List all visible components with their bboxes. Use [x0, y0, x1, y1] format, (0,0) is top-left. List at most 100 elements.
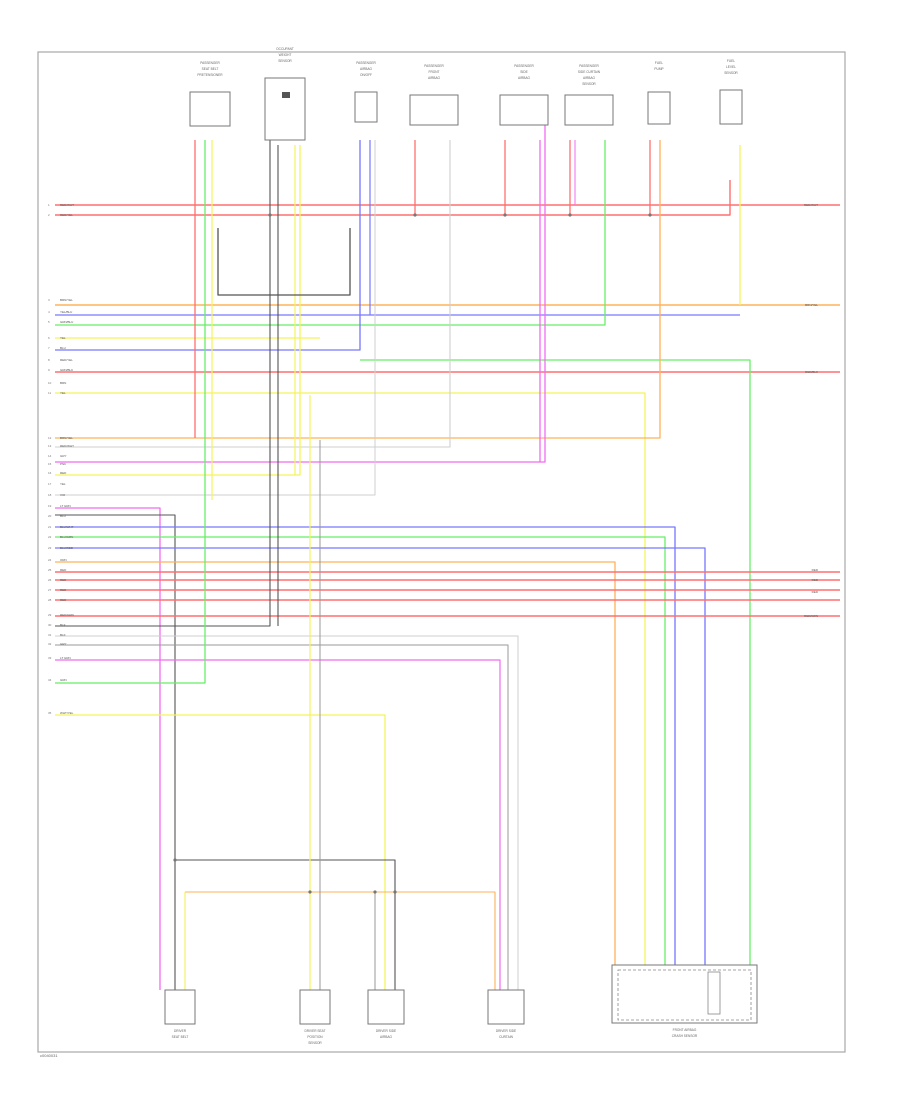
b1-label: SEAT BELT — [172, 1035, 189, 1039]
b1-label: DRIVER — [174, 1029, 187, 1033]
row-label: BLK — [60, 633, 66, 637]
row-number: 35 — [48, 711, 52, 715]
row-label: RED — [60, 588, 67, 592]
b5-box — [611, 964, 758, 1024]
right-label: RED/BLK — [805, 370, 818, 374]
row-number: 25 — [48, 568, 52, 572]
row-label: RED/WHT — [60, 444, 74, 448]
right-label: RED/GRN — [804, 614, 818, 618]
row-number: 5 — [48, 320, 50, 324]
c5-box — [499, 94, 549, 126]
row-number: 26 — [48, 578, 52, 582]
row-number: 20 — [48, 514, 52, 518]
c7-label: PUMP — [654, 67, 663, 71]
footer-code: c0040031 — [40, 1053, 58, 1058]
c6-label: AIRBAG — [583, 76, 596, 80]
right-label: RED/WHT — [804, 203, 818, 207]
row-number: 3 — [48, 298, 50, 302]
splice-dot — [568, 213, 572, 217]
row-label: BLU/RED — [60, 546, 74, 550]
c4-label: AIRBAG — [428, 76, 441, 80]
lower-dark — [175, 859, 396, 990]
bus-pale-2 — [55, 140, 376, 496]
bus-orange-2 — [55, 140, 661, 439]
c6-box — [564, 94, 614, 126]
row-labels: RED/WHT1RED/YEL2BRN/YEL3YEL/BLU4GRN/BLU5… — [48, 203, 819, 715]
splice-dot — [503, 213, 507, 217]
row-number: 17 — [48, 482, 52, 486]
row-label: GRN/BLK — [60, 368, 73, 372]
diagram-frame — [37, 51, 846, 1053]
row-number: 24 — [48, 558, 52, 562]
row-label: RED — [60, 598, 67, 602]
row-label: GRN — [60, 678, 67, 682]
b3-label: AIRBAG — [380, 1035, 393, 1039]
c4-label: FRONT — [429, 70, 440, 74]
row-number: 14 — [48, 454, 52, 458]
row-label: RED — [60, 471, 67, 475]
row-label: RED/WHT — [60, 203, 74, 207]
bus-dark — [55, 514, 176, 990]
bus-yellow-3 — [55, 145, 301, 476]
b4-box — [487, 989, 525, 1025]
b4-label: CURTAIN — [499, 1035, 514, 1039]
c4-box — [409, 94, 459, 126]
b2-box — [299, 989, 331, 1025]
row-number: 2 — [48, 213, 50, 217]
splice-dot — [648, 213, 652, 217]
right-label: BRN/YEL — [805, 303, 818, 307]
c2-label: WEIGHT — [279, 53, 292, 57]
row-label: WHT/YEL — [60, 711, 74, 715]
b3-box — [367, 989, 405, 1025]
bus-magenta-3 — [55, 659, 501, 990]
bus-blue-2 — [55, 140, 361, 351]
right-label: RED — [812, 590, 819, 594]
c2-label: OCCUPANT — [276, 47, 294, 51]
row-number: 21 — [48, 525, 52, 529]
b5-label: CRASH SENSOR — [672, 1034, 698, 1038]
row-number: 32 — [48, 642, 52, 646]
bus-orange-3 — [55, 561, 616, 965]
c3-label: ON/OFF — [360, 73, 372, 77]
bus-blue-3 — [55, 526, 676, 965]
wires — [55, 125, 840, 990]
row-number: 30 — [48, 623, 52, 627]
lower-orange — [185, 891, 496, 990]
c4-label: PASSENGER — [424, 64, 444, 68]
ground-bracket — [217, 228, 351, 296]
row-number: 11 — [48, 391, 51, 395]
row-number: 19 — [48, 504, 52, 508]
row-label: RED — [60, 568, 67, 572]
splice-dot — [393, 890, 397, 894]
row-number: 1 — [48, 203, 50, 207]
row-label: BRN/YEL — [60, 298, 73, 302]
row-number: 10 — [48, 381, 52, 385]
row-number: 13 — [48, 444, 52, 448]
c8-label: SENSOR — [724, 71, 738, 75]
row-number: 7 — [48, 346, 50, 350]
splice-dot — [373, 890, 377, 894]
row-label: VIO — [60, 493, 66, 497]
c5-label: PASSENGER — [514, 64, 534, 68]
row-number: 4 — [48, 310, 50, 314]
right-label: RED — [812, 568, 819, 572]
c5-label: AIRBAG — [518, 76, 531, 80]
row-number: 12 — [48, 436, 52, 440]
row-number: 8 — [48, 358, 50, 362]
row-label: RED — [60, 578, 67, 582]
sensor-chip-icon — [282, 92, 290, 98]
row-number: 16 — [48, 471, 52, 475]
row-label: YEL — [60, 482, 66, 486]
bus-yellow-4 — [55, 714, 386, 990]
c1-label: PASSENGER — [200, 61, 220, 65]
b2-label: POSITION — [307, 1035, 323, 1039]
row-label: BLU/GRN — [60, 535, 73, 539]
bus-dark-2 — [55, 140, 271, 627]
row-label: BLK — [60, 623, 66, 627]
b2-label: DRIVER SEAT — [304, 1029, 325, 1033]
c6-label: SIDE CURTAIN — [578, 70, 601, 74]
bus-magenta-2 — [55, 507, 161, 990]
c8-label: FUEL — [727, 59, 735, 63]
